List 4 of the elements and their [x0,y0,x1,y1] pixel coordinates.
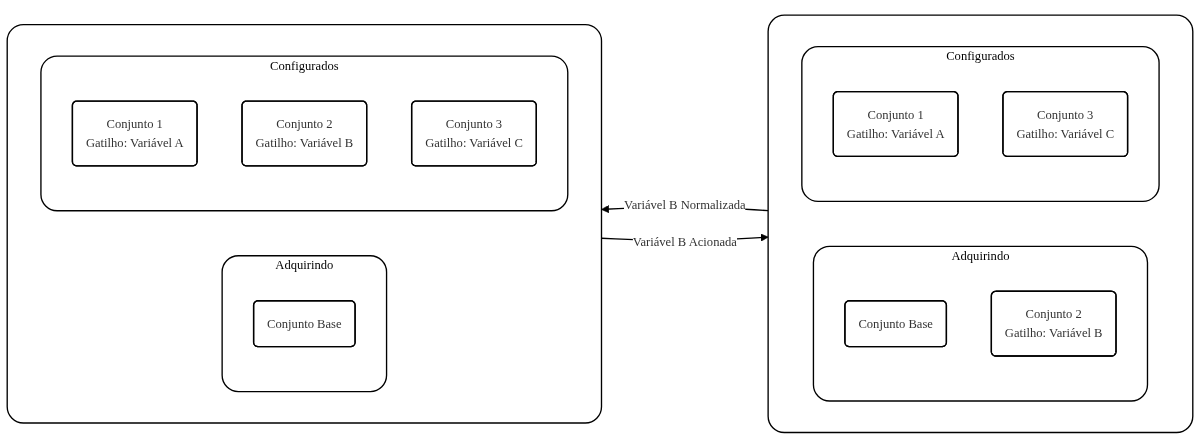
edge-label: Variável B Acionada [632,235,737,250]
cluster [767,14,1194,434]
edge-label: Variável B Normalizada [624,198,746,213]
cluster [6,24,603,424]
